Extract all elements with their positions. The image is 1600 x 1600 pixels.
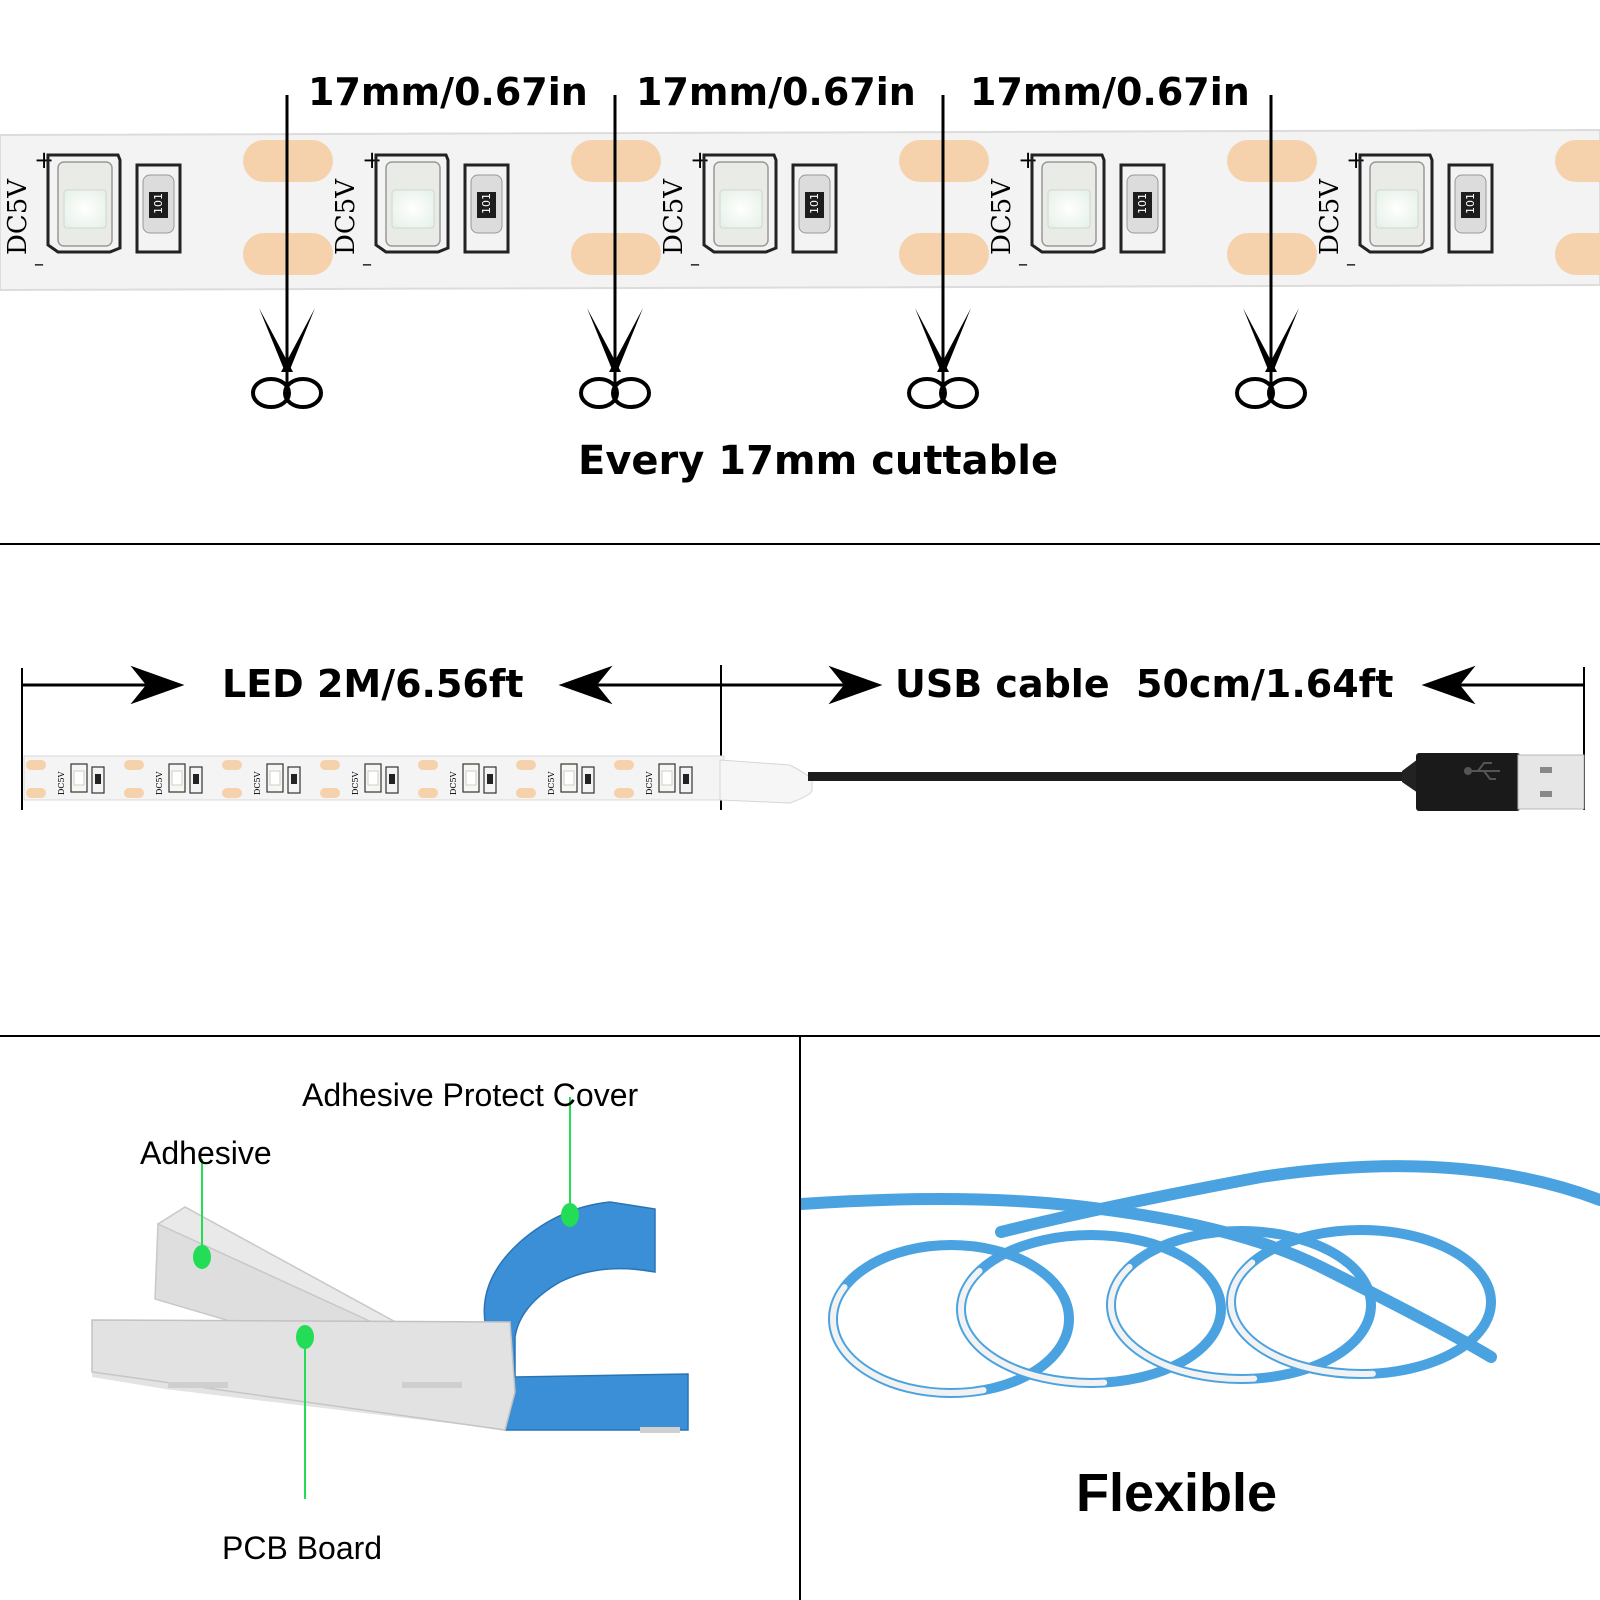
layers-panel: Adhesive Protect Cover Adhesive PCB Boar… bbox=[0, 1037, 799, 1600]
resistor-outline bbox=[135, 163, 182, 254]
usb-cable bbox=[808, 772, 1406, 781]
svg-text:DC5V: DC5V bbox=[449, 771, 458, 795]
minus-mark: – bbox=[34, 251, 44, 275]
segment-length-label-2: 17mm/0.67in bbox=[636, 70, 916, 114]
scissors-icon bbox=[579, 308, 651, 409]
voltage-label: DC5V bbox=[659, 178, 689, 255]
led-length-label: LED 2M/6.56ft bbox=[222, 662, 524, 706]
layers-diagram bbox=[91, 1097, 689, 1499]
length-diagram: DC5V DC5V DC5V DC5V DC5V DC5V DC5V bbox=[21, 665, 1585, 811]
length-section: DC5V DC5V DC5V DC5V DC5V DC5V DC5V LED 2M/6.56… bbox=[0, 545, 1600, 1035]
minus-mark: – bbox=[1346, 251, 1356, 275]
resistor bbox=[149, 192, 168, 218]
resistor-outline bbox=[791, 163, 838, 254]
resistor-code: 101 bbox=[808, 193, 821, 214]
cover-marker bbox=[561, 1203, 579, 1227]
adhesive-protect-cover-label: Adhesive Protect Cover bbox=[302, 1077, 639, 1113]
svg-text:DC5V: DC5V bbox=[253, 771, 262, 795]
plus-mark: + bbox=[1018, 146, 1038, 174]
voltage-label: DC5V bbox=[1315, 178, 1345, 255]
scissors-icon bbox=[907, 308, 979, 409]
scissors-icon bbox=[1235, 308, 1307, 409]
usb-cable-length-label: USB cable 50cm/1.64ft bbox=[895, 662, 1394, 706]
strip-unit: + –DC5V 101 bbox=[1227, 140, 1494, 275]
mini-strip-unit: DC5V bbox=[614, 760, 693, 798]
resistor bbox=[805, 192, 824, 218]
plus-mark: + bbox=[690, 146, 710, 174]
mini-strip-unit: DC5V bbox=[124, 760, 203, 798]
minus-mark: – bbox=[1018, 251, 1028, 275]
voltage-label: DC5V bbox=[987, 178, 1017, 255]
strip-unit bbox=[1555, 140, 1600, 275]
led-lens bbox=[1375, 189, 1419, 229]
segment-length-label-1: 17mm/0.67in bbox=[308, 70, 588, 114]
dimension-arrows bbox=[22, 665, 1584, 705]
mini-strip-unit: DC5V bbox=[26, 760, 105, 798]
mini-strip-unit: DC5V bbox=[320, 760, 399, 798]
resistor bbox=[477, 192, 496, 218]
cut-caption: Every 17mm cuttable bbox=[578, 438, 1059, 484]
led-outline bbox=[374, 153, 450, 254]
minus-mark: – bbox=[362, 251, 372, 275]
led-outline bbox=[46, 153, 122, 254]
led-outline bbox=[1030, 153, 1106, 254]
svg-text:DC5V: DC5V bbox=[57, 771, 66, 795]
resistor-outline bbox=[463, 163, 510, 254]
pcb-marker bbox=[296, 1325, 314, 1349]
pcb-board-layer bbox=[91, 1319, 516, 1431]
section-divider bbox=[0, 543, 1600, 545]
usb-symbol-icon bbox=[1464, 762, 1500, 780]
resistor bbox=[1461, 192, 1480, 218]
plus-mark: + bbox=[362, 146, 382, 174]
adhesive-label: Adhesive bbox=[140, 1135, 272, 1171]
resistor-outline bbox=[1119, 163, 1166, 254]
flexible-caption: Flexible bbox=[1076, 1463, 1278, 1523]
plus-mark: + bbox=[34, 146, 54, 174]
mini-strip-unit: DC5V bbox=[516, 760, 595, 798]
flexible-panel: Flexible bbox=[801, 1037, 1600, 1600]
pcb-board-label: PCB Board bbox=[222, 1530, 383, 1566]
scissors-icon bbox=[251, 308, 323, 409]
led-lens bbox=[63, 189, 107, 229]
cable-sleeve bbox=[719, 759, 813, 804]
resistor-outline bbox=[1447, 163, 1494, 254]
adhesive-marker bbox=[193, 1245, 211, 1269]
solder-pad bbox=[1555, 233, 1600, 275]
voltage-label: DC5V bbox=[331, 178, 361, 255]
strip-unit: + –DC5V 101 bbox=[899, 140, 1166, 275]
usb-plug-icon bbox=[1402, 753, 1585, 811]
minus-mark: – bbox=[690, 251, 700, 275]
coiled-strip bbox=[801, 1160, 1600, 1398]
led-outline bbox=[1358, 153, 1434, 254]
resistor-code: 101 bbox=[480, 193, 493, 214]
mini-strip-unit: DC5V bbox=[222, 760, 301, 798]
led-lens bbox=[719, 189, 763, 229]
voltage-label: DC5V bbox=[3, 178, 33, 255]
svg-text:DC5V: DC5V bbox=[351, 771, 360, 795]
solder-pad bbox=[1555, 140, 1600, 182]
segment-length-label-3: 17mm/0.67in bbox=[970, 70, 1250, 114]
led-lens bbox=[1047, 189, 1091, 229]
mini-strip-unit: DC5V bbox=[418, 760, 497, 798]
resistor-code: 101 bbox=[1136, 193, 1149, 214]
svg-text:DC5V: DC5V bbox=[547, 771, 556, 795]
resistor-code: 101 bbox=[152, 193, 165, 214]
resistor bbox=[1133, 192, 1152, 218]
plus-mark: + bbox=[1346, 146, 1366, 174]
led-outline bbox=[702, 153, 778, 254]
adhesive-protect-cover bbox=[483, 1201, 689, 1431]
section-divider-vertical bbox=[799, 1036, 801, 1600]
led-lens bbox=[391, 189, 435, 229]
strip-unit: + –DC5V 101 bbox=[3, 146, 182, 275]
svg-text:DC5V: DC5V bbox=[155, 771, 164, 795]
svg-text:DC5V: DC5V bbox=[645, 771, 654, 795]
resistor-code: 101 bbox=[1464, 193, 1477, 214]
